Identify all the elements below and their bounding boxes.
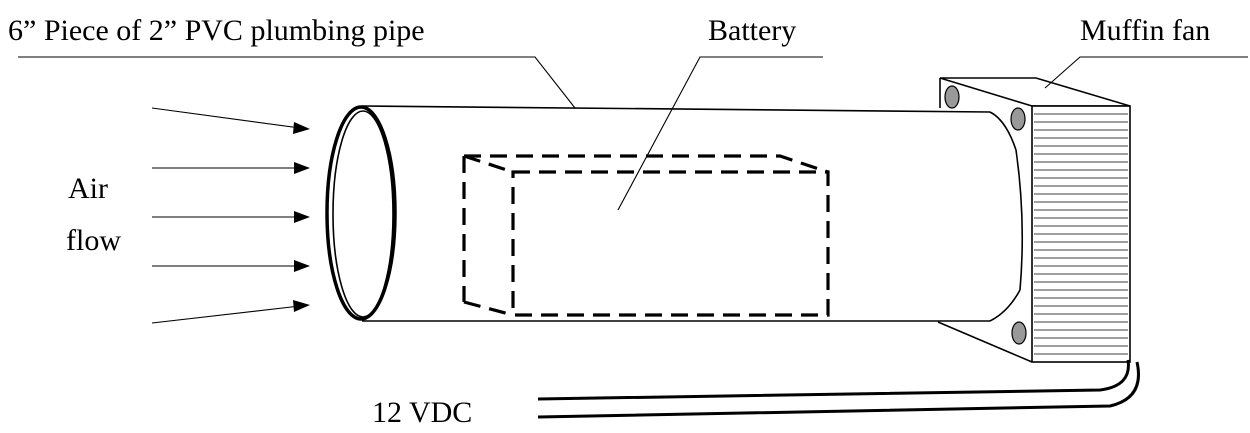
fan-screw-bottom (1011, 321, 1027, 345)
muffin-fan (937, 77, 1131, 363)
pipe-label: 6” Piece of 2” PVC plumbing pipe (8, 14, 425, 47)
power-wires (537, 359, 1140, 419)
air-label-line1: Air (68, 172, 108, 205)
fan-screw-top-right (1010, 107, 1026, 131)
air-label-line2: flow (66, 224, 121, 257)
airflow-arrows (151, 107, 310, 324)
pipe-label-leader (18, 56, 576, 109)
battery-outline (462, 154, 830, 317)
fan-screw-top-left (944, 85, 960, 109)
power-label: 12 VDC (372, 396, 472, 429)
fan-grille (1034, 113, 1128, 355)
battery-label: Battery (708, 14, 796, 47)
fan-label: Muffin fan (1080, 14, 1210, 47)
fan-label-leader (1044, 56, 1248, 89)
pvc-pipe (361, 105, 1024, 322)
pipe-opening (325, 105, 397, 321)
battery-label-leader (617, 56, 823, 211)
